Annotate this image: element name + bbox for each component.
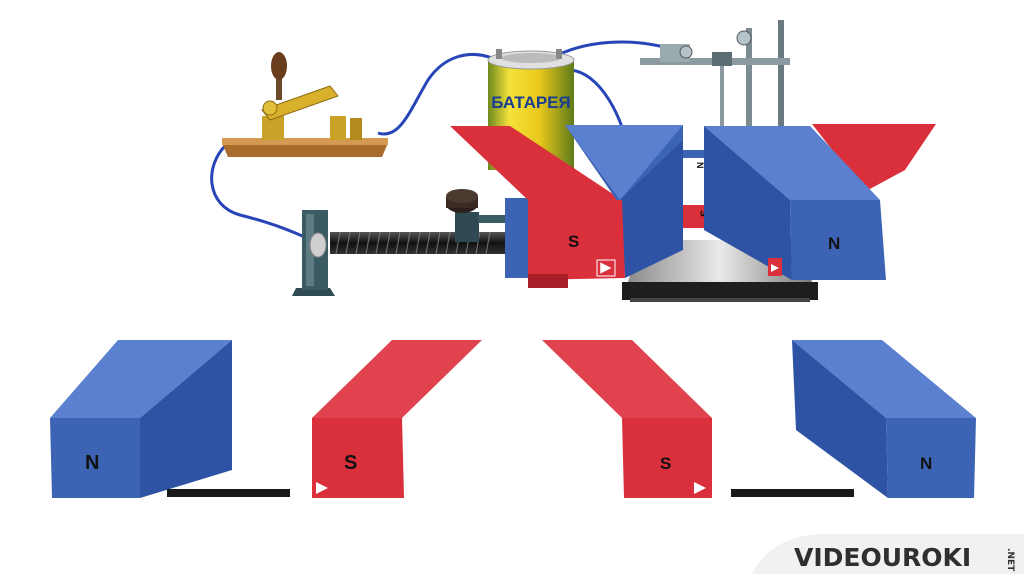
wire-battery-to-stand	[551, 40, 669, 60]
demo-magnet-1: N	[50, 340, 232, 498]
wire-switch-to-battery	[377, 53, 493, 136]
knife-switch	[222, 52, 388, 157]
demo-magnet-1-pole: N	[85, 452, 99, 474]
demo-magnet-2-pole: S	[344, 452, 357, 474]
demo-magnet-4-pole: N	[920, 454, 932, 473]
demo-magnet-3: S	[542, 340, 712, 498]
battery-label: БАТАРЕЯ	[491, 93, 571, 112]
demo-gap-bar-left	[167, 489, 290, 497]
apparatus-magnet-left: S	[450, 125, 683, 288]
demo-magnet-2: S	[312, 340, 482, 498]
apparatus-right-pole: N	[828, 234, 840, 253]
screw-rod	[292, 189, 508, 296]
demo-magnet-4: N	[792, 340, 976, 498]
small-magnet-pole-n: N	[695, 162, 705, 169]
logo-text: VIDEOUROKI	[794, 543, 971, 572]
demo-magnet-3-pole: S	[660, 454, 671, 473]
switch-handle	[271, 52, 287, 80]
logo-suffix: .NET	[1005, 548, 1015, 572]
apparatus-left-pole: S	[568, 232, 579, 251]
wire-switch-to-rod	[210, 143, 319, 245]
apparatus-magnet-right: N	[704, 124, 936, 280]
videouroki-logo: VIDEOUROKI .NET	[752, 534, 1024, 574]
demo-gap-bar-right	[731, 489, 854, 497]
